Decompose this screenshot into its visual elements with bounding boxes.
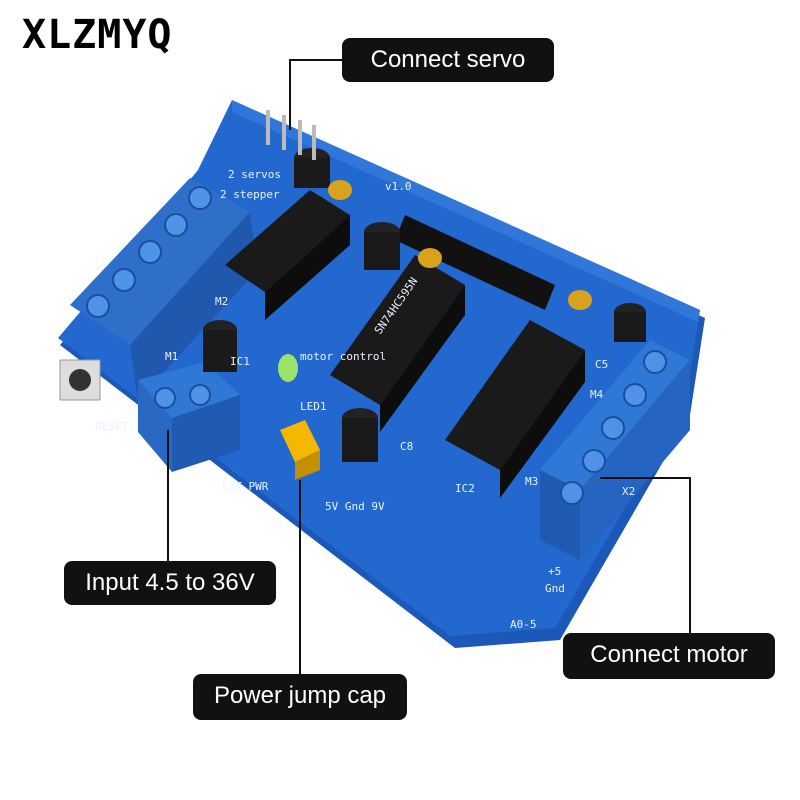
terminal-block-right	[540, 340, 690, 560]
brand-watermark: XLZMYQ	[22, 12, 173, 58]
power-jumper-cap	[280, 420, 320, 480]
label-a0-5: A0-5	[510, 618, 537, 631]
label-ext-pwr: EXT_PWR	[222, 480, 269, 493]
label-m4: M4	[590, 388, 604, 401]
servo-pins	[266, 110, 316, 160]
label-m3: M3	[525, 475, 538, 488]
ic-chip-3	[445, 320, 585, 498]
reset-button	[59, 359, 101, 401]
ic-chip-2	[330, 255, 465, 432]
label-led1: LED1	[300, 400, 327, 413]
callout-lines	[167, 59, 691, 674]
callout-connect-motor: Connect motor	[563, 633, 775, 679]
label-steppers: 2 stepper	[220, 188, 280, 201]
label-5v-gnd-9v: 5V Gnd 9V	[325, 500, 385, 513]
green-led	[278, 354, 298, 382]
callout-input-voltage: Input 4.5 to 36V	[64, 561, 276, 605]
label-m1: M1	[165, 350, 178, 363]
terminal-block-left	[70, 178, 258, 400]
label-c8: C8	[400, 440, 413, 453]
label-c5: C5	[595, 358, 608, 371]
callout-connect-servo: Connect servo	[342, 38, 554, 82]
label-version: v1.0	[385, 180, 412, 193]
pin-header-strip	[395, 215, 555, 310]
label-m2: M2	[215, 295, 228, 308]
ic-chip-1	[225, 190, 350, 320]
label-x2: X2	[622, 485, 635, 498]
callout-power-jump-cap: Power jump cap	[193, 674, 407, 720]
capacitors	[203, 148, 646, 462]
label-ic2: IC2	[455, 482, 475, 495]
label-plus5: +5	[548, 565, 561, 578]
label-servos: 2 servos	[228, 168, 281, 181]
label-gnd: Gnd	[545, 582, 565, 595]
label-reset: RESET	[95, 420, 128, 433]
label-ic1: IC1	[230, 355, 250, 368]
power-input-terminal	[138, 362, 240, 472]
label-motor-control: motor control	[300, 350, 386, 363]
